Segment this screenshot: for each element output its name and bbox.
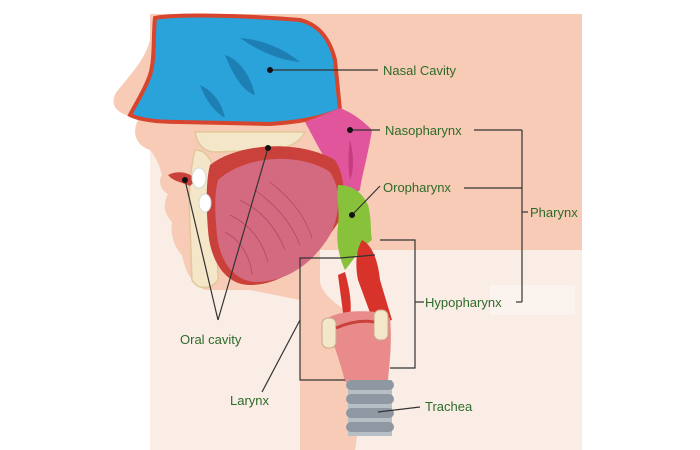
panel-strip [490, 285, 575, 315]
lower-tooth [198, 193, 212, 213]
upper-tooth [191, 167, 207, 189]
hypopharynx-shape [356, 240, 392, 322]
label-pharynx: Pharynx [530, 205, 578, 220]
tongue-striations [224, 181, 313, 276]
oropharynx-shape [337, 185, 372, 270]
nasal-turbinate [240, 38, 300, 62]
esophagus-line [338, 272, 351, 320]
leader-oral-cavity-2 [217, 147, 269, 321]
larynx-cartilage [321, 317, 337, 349]
larynx-cartilage [373, 309, 389, 341]
label-dots [182, 67, 355, 218]
leader-larynx-bracket [299, 254, 376, 381]
label-nasal-cavity: Nasal Cavity [383, 63, 456, 78]
nasal-turbinate [225, 55, 255, 95]
lip-upper [168, 172, 196, 186]
trachea-shape [346, 380, 394, 436]
uvula-detail [348, 140, 353, 180]
nasal-turbinate [200, 85, 225, 118]
leader-larynx [261, 319, 301, 393]
hypopharynx-bracket [380, 239, 416, 369]
leader-lines [184, 69, 528, 413]
label-nasopharynx: Nasopharynx [385, 123, 462, 138]
tongue-shape [215, 158, 339, 282]
label-hypopharynx: Hypopharynx [425, 295, 502, 310]
label-trachea: Trachea [425, 399, 473, 414]
neck-column [300, 262, 355, 450]
label-larynx: Larynx [230, 393, 270, 408]
nasopharynx-shape [305, 108, 372, 200]
label-oral-cavity: Oral cavity [180, 332, 242, 347]
vocal-fold [335, 319, 375, 330]
leader-oral-cavity-1 [184, 179, 219, 321]
label-oropharynx: Oropharynx [383, 180, 451, 195]
leader-trachea [377, 406, 421, 413]
leader-oropharynx [351, 185, 381, 216]
